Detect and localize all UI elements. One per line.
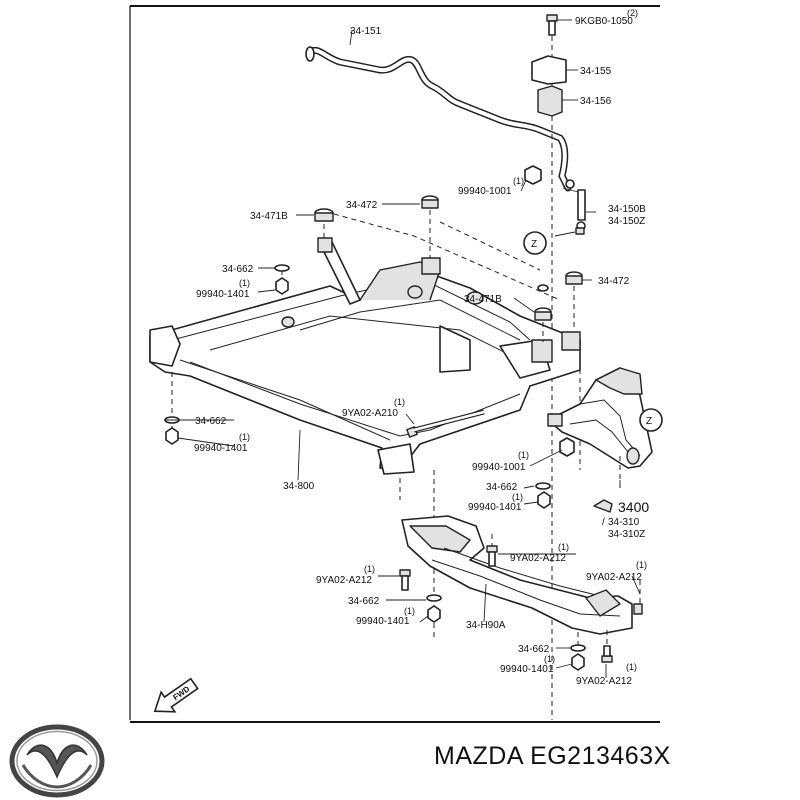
label-34-151: 34-151 (350, 26, 382, 37)
label-34-471b-right: 34-471B (464, 294, 502, 305)
label-9ya02-a212-d: 9YA02-A212 (576, 676, 632, 687)
bushing-34-471b-right (534, 307, 552, 321)
washer-34-662-b (537, 284, 549, 292)
z-marker-mid-label: Z (646, 416, 652, 427)
label-99940-1401-e: 99940-1401 (500, 664, 554, 675)
bolt-9ya02-a212-b (399, 569, 411, 591)
label-34-156: 34-156 (580, 96, 612, 107)
label-99940-1401-b: 99940-1401 (468, 502, 522, 513)
label-99940-1001-top: 99940-1001 (458, 186, 512, 197)
bushing-34-472-left (421, 195, 439, 209)
label-34-h90a: 34-H90A (466, 620, 506, 631)
z-marker-top-arrow (554, 231, 576, 237)
qty-9ya02-a212-a: (1) (558, 542, 569, 552)
qty-99940-1401-b: (1) (512, 492, 523, 502)
qty-9kgb0-1050: (2) (627, 8, 638, 18)
qty-99940-1401-a: (1) (239, 278, 250, 288)
label-34-150b: 34-150B (608, 204, 646, 215)
label-99940-1401-a: 99940-1401 (196, 289, 250, 300)
nut-99940-1401-b (537, 491, 551, 509)
label-34-155: 34-155 (580, 66, 612, 77)
label-34-150z: 34-150Z (608, 216, 645, 227)
label-99940-1401-c: 99940-1401 (194, 443, 248, 454)
bracket-34-155 (531, 55, 567, 85)
label-34-472-right: 34-472 (598, 276, 630, 287)
bolt-9ya02-a212-d (601, 645, 613, 663)
label-34-662-c: 34-662 (195, 416, 227, 427)
mazda-logo-icon (9, 724, 105, 798)
bushing-34-471b-left (314, 208, 334, 222)
qty-9ya02-a212-b: (1) (364, 564, 375, 574)
subframe-34-800 (149, 257, 581, 475)
bolt-9ya02-a212-c (633, 603, 643, 615)
qty-99940-1401-e: (1) (544, 654, 555, 664)
label-9ya02-a212-c: 9YA02-A212 (586, 572, 642, 583)
qty-9ya02-a210: (1) (394, 397, 405, 407)
bushing-34-662-a-mount (317, 237, 333, 253)
nut-99940-1001-top (524, 165, 542, 185)
label-34-662-d: 34-662 (348, 596, 380, 607)
bushing-34-472-right (565, 271, 583, 285)
washer-34-662-a (274, 264, 290, 272)
arrow-3400 (593, 499, 613, 513)
label-34-471b-left: 34-471B (250, 211, 288, 222)
label-34-472-left: 34-472 (346, 200, 378, 211)
label-3400: 3400 (618, 499, 649, 515)
label-9ya02-a212-b: 9YA02-A212 (316, 575, 372, 586)
bolt-9kgb0-1050 (546, 14, 558, 36)
label-9ya02-a212-a: 9YA02-A212 (510, 553, 566, 564)
nut-99940-1401-a (275, 277, 289, 295)
nut-99940-1401-d (427, 605, 441, 623)
label-34-310-slash: / (602, 517, 605, 528)
bushing-34-156 (537, 85, 563, 117)
washer-34-662-d (535, 482, 551, 490)
label-9ya02-a210: 9YA02-A210 (342, 408, 398, 419)
label-9kgb0-1050: 9KGB0-1050 (575, 16, 633, 27)
qty-99940-1401-c: (1) (239, 432, 250, 442)
part-number-caption: MAZDA EG213463X (434, 742, 671, 770)
bolt-9ya02-a210 (406, 409, 485, 438)
z-marker-mid (639, 408, 663, 432)
nut-99940-1401-c (165, 427, 179, 445)
label-99940-1001-mid: 99940-1001 (472, 462, 526, 473)
nut-99940-1401-e (571, 653, 585, 671)
lower-control-arm-3400 (547, 367, 653, 469)
label-34-310: 34-310 (608, 517, 640, 528)
bolt-9ya02-a212-a (486, 545, 498, 567)
crossmember-34-h90a (401, 515, 633, 635)
washer-34-662-e (426, 594, 442, 602)
label-34-310z: 34-310Z (608, 529, 645, 540)
qty-99940-1001-top: (1) (513, 176, 524, 186)
label-34-662-b: 34-662 (486, 482, 518, 493)
stabilizer-link-34-150b (565, 179, 586, 231)
leader-lines (165, 19, 641, 678)
z-marker-top (523, 231, 547, 255)
label-99940-1401-d: 99940-1401 (356, 616, 410, 627)
qty-99940-1001-mid: (1) (518, 450, 529, 460)
z-marker-top-label: Z (531, 239, 537, 250)
qty-99940-1401-d: (1) (404, 606, 415, 616)
qty-9ya02-a212-d: (1) (626, 662, 637, 672)
qty-9ya02-a212-c: (1) (636, 560, 647, 570)
nut-99940-1001-mid (559, 437, 575, 457)
label-34-800: 34-800 (283, 481, 315, 492)
label-34-662-a: 34-662 (222, 264, 254, 275)
stabilizer-bar-end (305, 46, 315, 62)
fwd-arrow-icon: FWD (153, 677, 199, 713)
label-34-662-e: 34-662 (518, 644, 550, 655)
